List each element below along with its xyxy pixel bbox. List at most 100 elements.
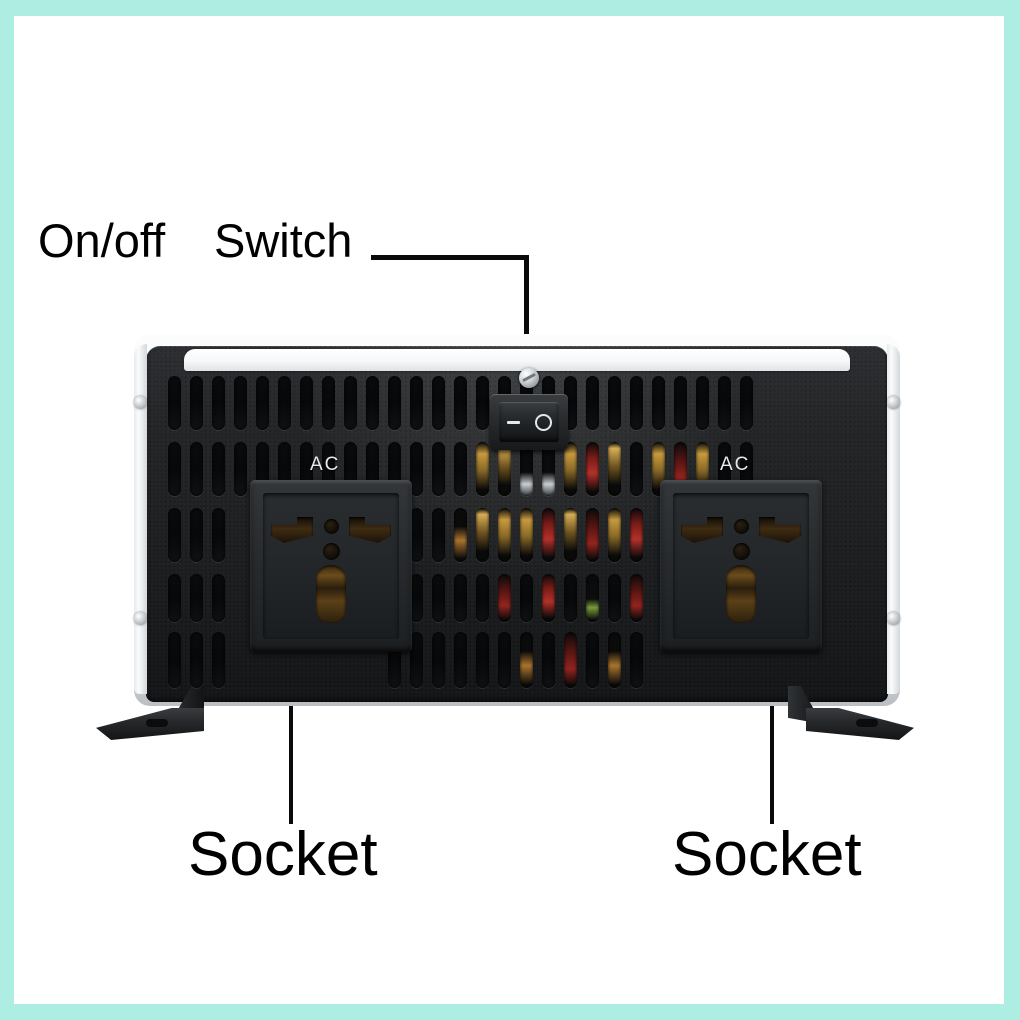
vent-slot <box>476 632 489 688</box>
vent-slot <box>718 376 731 430</box>
vent-slot <box>234 376 247 430</box>
socket-pin-lower-icon <box>323 543 340 560</box>
annotation-label-socket-right: Socket <box>672 820 862 889</box>
socket-pin-upper-icon <box>324 519 339 534</box>
vent-slot <box>652 376 665 430</box>
image-canvas: On/off Switch Socket Socket <box>14 16 1004 1004</box>
vent-slot <box>454 442 467 496</box>
vent-slot <box>432 442 445 496</box>
vent-slot <box>520 574 533 622</box>
vent-slot <box>498 574 511 622</box>
vent-slot <box>190 508 203 562</box>
vent-slot <box>740 376 753 430</box>
ac-label-right: AC <box>720 454 751 475</box>
socket-blade-left-icon <box>681 517 723 543</box>
switch-off-marking-icon <box>534 413 552 431</box>
vent-slot <box>190 632 203 688</box>
vent-slot <box>608 632 621 688</box>
vent-slot <box>542 508 555 562</box>
vent-slot <box>388 376 401 430</box>
socket-pin-lower-icon <box>733 543 750 560</box>
vent-slot <box>498 508 511 562</box>
vent-slot <box>630 442 643 496</box>
socket-face <box>263 493 399 639</box>
vent-slot <box>630 632 643 688</box>
socket-blade-left-icon <box>271 517 313 543</box>
vent-slot <box>498 632 511 688</box>
socket-blade-right-icon <box>349 517 391 543</box>
foot-plate <box>806 708 914 740</box>
chassis-rail-right <box>887 344 900 694</box>
vent-row <box>168 632 753 688</box>
vent-slot <box>366 376 379 430</box>
leader-line-switch-horizontal <box>371 255 529 260</box>
vent-slot <box>212 574 225 622</box>
vent-slot <box>586 574 599 622</box>
vent-slot <box>432 574 445 622</box>
mounting-foot-right <box>788 686 938 746</box>
vent-slot <box>564 442 577 496</box>
rail-screw-top-right <box>887 396 900 409</box>
ac-socket-right[interactable] <box>660 480 822 652</box>
vent-slot <box>454 508 467 562</box>
leader-line-socket-right <box>770 619 774 824</box>
leader-line-switch-vertical <box>524 255 529 368</box>
vent-slot <box>564 632 577 688</box>
vent-slot <box>586 376 599 430</box>
top-center-screw-icon <box>519 368 539 388</box>
vent-slot <box>278 376 291 430</box>
vent-slot <box>212 508 225 562</box>
vent-slot <box>190 376 203 430</box>
vent-slot <box>564 508 577 562</box>
rocker-switch-housing[interactable] <box>490 394 568 450</box>
vent-slot <box>586 508 599 562</box>
vent-slot <box>454 376 467 430</box>
vent-slot <box>608 376 621 430</box>
vent-slot <box>454 632 467 688</box>
foot-plate <box>96 708 204 740</box>
vent-slot <box>432 376 445 430</box>
vent-row <box>168 376 753 430</box>
ac-label-left: AC <box>310 454 341 475</box>
vent-slot <box>168 442 181 496</box>
socket-earth-slot-icon <box>726 565 756 623</box>
vent-slot <box>476 376 489 430</box>
vent-slot <box>630 574 643 622</box>
vent-slot <box>410 574 423 622</box>
vent-slot <box>476 574 489 622</box>
power-inverter-device: AC AC <box>96 334 914 754</box>
leader-line-socket-left <box>289 619 293 824</box>
socket-blade-right-icon <box>759 517 801 543</box>
vent-slot <box>256 376 269 430</box>
vent-slot <box>542 574 555 622</box>
vent-slot <box>498 442 511 496</box>
annotation-label-socket-left: Socket <box>188 820 378 889</box>
vent-slot <box>300 376 313 430</box>
vent-slot <box>630 376 643 430</box>
vent-slot <box>630 508 643 562</box>
vent-slot <box>542 632 555 688</box>
vent-slot <box>586 632 599 688</box>
vent-slot <box>476 508 489 562</box>
annotation-label-onoff: On/off <box>38 214 166 267</box>
front-faceplate: AC AC <box>146 346 888 702</box>
socket-earth-slot-icon <box>316 565 346 623</box>
annotation-label-switch: Switch <box>214 214 353 267</box>
vent-slot <box>410 508 423 562</box>
vent-slot <box>608 574 621 622</box>
vent-slot <box>344 376 357 430</box>
switch-on-marking-icon <box>506 420 520 424</box>
top-trim-band <box>184 349 850 371</box>
vent-slot <box>608 442 621 496</box>
vent-slot <box>608 508 621 562</box>
vent-slot <box>168 632 181 688</box>
ac-socket-left[interactable] <box>250 480 412 652</box>
rocker-power-switch[interactable] <box>499 402 559 442</box>
vent-slot <box>212 442 225 496</box>
vent-slot <box>234 442 247 496</box>
socket-face <box>673 493 809 639</box>
vent-slot <box>520 508 533 562</box>
vent-slot <box>410 376 423 430</box>
rail-screw-top-left <box>134 396 147 409</box>
vent-slot <box>696 376 709 430</box>
